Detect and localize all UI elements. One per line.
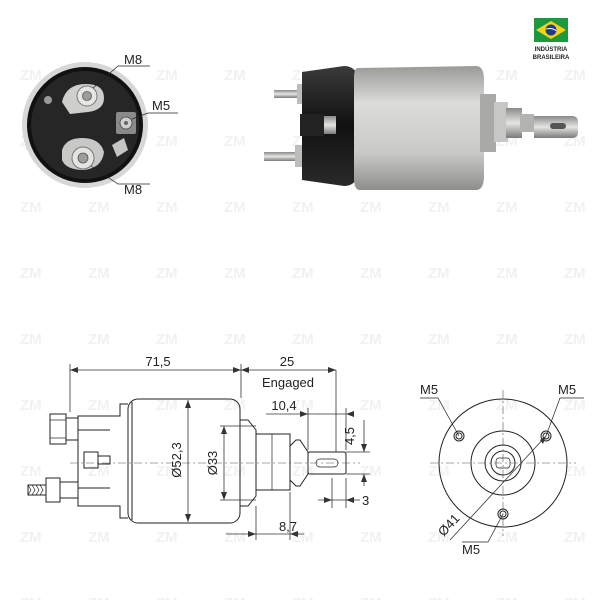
dim-slot-width: 4,5 <box>342 427 357 445</box>
watermark-text: ZM <box>564 595 586 600</box>
callout-line-left <box>420 397 460 437</box>
watermark-text: ZM <box>156 67 178 84</box>
watermark-text: ZM <box>292 265 314 282</box>
watermark-text: ZM <box>224 199 246 216</box>
watermark-text: ZM <box>292 199 314 216</box>
dim-travel-note: Engaged <box>262 375 314 390</box>
dim-body-diameter: Ø52,3 <box>169 442 184 477</box>
watermark-text: ZM <box>428 463 450 480</box>
callout-m5: M5 <box>152 98 170 113</box>
watermark-text: ZM <box>224 67 246 84</box>
watermark-text: ZM <box>496 529 518 546</box>
watermark-text: ZM <box>224 265 246 282</box>
watermark-text: ZM <box>496 199 518 216</box>
watermark-text: ZM <box>224 331 246 348</box>
watermark-text: ZM <box>156 463 178 480</box>
watermark-text: ZM <box>156 595 178 600</box>
watermark-text: ZM <box>496 331 518 348</box>
watermark-text: ZM <box>224 595 246 600</box>
watermark-text: ZM <box>564 331 586 348</box>
watermark-text: ZM <box>156 133 178 150</box>
watermark-text: ZM <box>564 529 586 546</box>
watermark-text: ZM <box>20 199 42 216</box>
callout-m5-bottom: M5 <box>462 542 480 557</box>
badge-line2: BRASILEIRA <box>533 55 570 61</box>
watermark-text: ZM <box>224 397 246 414</box>
watermark-text: ZM <box>88 595 110 600</box>
watermark-text: ZM <box>564 199 586 216</box>
watermark-text: ZM <box>224 529 246 546</box>
watermark-text: ZM <box>360 463 382 480</box>
watermark-text: ZM <box>360 331 382 348</box>
side-drawing: 71,5 25 Engaged 10,4 4,5 3 <box>27 354 370 540</box>
callout-line-mid <box>131 112 178 120</box>
watermark-text: ZM <box>156 199 178 216</box>
watermark-text: ZM <box>156 397 178 414</box>
callout-line-right <box>545 397 584 437</box>
watermark-text: ZM <box>292 595 314 600</box>
watermark-text: ZM <box>156 265 178 282</box>
photo-side-view <box>264 66 578 190</box>
callout-m8-bottom: M8 <box>124 182 142 197</box>
watermark-text: ZM <box>496 463 518 480</box>
watermark-text: ZM <box>224 133 246 150</box>
watermark-text: ZM <box>496 595 518 600</box>
watermark-text: ZM <box>20 529 42 546</box>
watermark-text: ZM <box>428 595 450 600</box>
dim-offset: 8,7 <box>279 519 297 534</box>
watermark-text: ZM <box>564 463 586 480</box>
dim-slot-depth: 3 <box>362 493 369 508</box>
watermark-text: ZM <box>20 595 42 600</box>
dim-travel: 25 <box>280 354 294 369</box>
watermark-text: ZM <box>428 331 450 348</box>
watermark-text: ZM <box>428 529 450 546</box>
watermark-text: ZM <box>428 199 450 216</box>
dim-length: 71,5 <box>145 354 170 369</box>
photo-end-view <box>22 62 148 188</box>
callout-m8-top: M8 <box>124 52 142 67</box>
dim-nose-diameter: Ø33 <box>205 451 220 476</box>
dim-plunger-length: 10,4 <box>271 398 296 413</box>
watermark-text: ZM <box>88 199 110 216</box>
callout-line-top <box>92 65 150 89</box>
brazil-flag-icon <box>534 18 568 42</box>
watermark-text: ZM <box>360 397 382 414</box>
watermark-text: ZM <box>224 463 246 480</box>
watermark-text: ZM <box>88 265 110 282</box>
watermark-text: ZM <box>156 331 178 348</box>
watermark-text: ZM <box>88 397 110 414</box>
watermark-text: ZM <box>20 265 42 282</box>
watermark-text: ZM <box>360 595 382 600</box>
watermark-text: ZM <box>564 265 586 282</box>
watermark-text: ZM <box>496 67 518 84</box>
callout-line-bottom-front <box>462 513 504 543</box>
watermark-text: ZM <box>88 529 110 546</box>
watermark-text: ZM <box>428 265 450 282</box>
watermark-text: ZM <box>20 463 42 480</box>
watermark-text: ZM <box>20 67 42 84</box>
watermark-text: ZM <box>496 397 518 414</box>
watermark-text: ZM <box>360 265 382 282</box>
watermark-text: ZM <box>292 331 314 348</box>
badge-line1: INDÚSTRIA <box>535 46 568 53</box>
watermark-text: ZM <box>360 529 382 546</box>
watermark-text: ZM <box>496 265 518 282</box>
watermark-text: ZM <box>20 397 42 414</box>
watermark-text: ZM <box>88 331 110 348</box>
watermark-text: ZM <box>88 463 110 480</box>
callout-m5-left: M5 <box>420 382 438 397</box>
watermark-text: ZM <box>564 67 586 84</box>
watermark-text: ZM <box>20 331 42 348</box>
watermark-text: ZM <box>360 199 382 216</box>
watermark-text: ZM <box>292 463 314 480</box>
callout-line-bottom <box>90 165 150 185</box>
callout-m5-right: M5 <box>558 382 576 397</box>
watermark-text: ZM <box>564 397 586 414</box>
watermark-text: ZM <box>156 529 178 546</box>
